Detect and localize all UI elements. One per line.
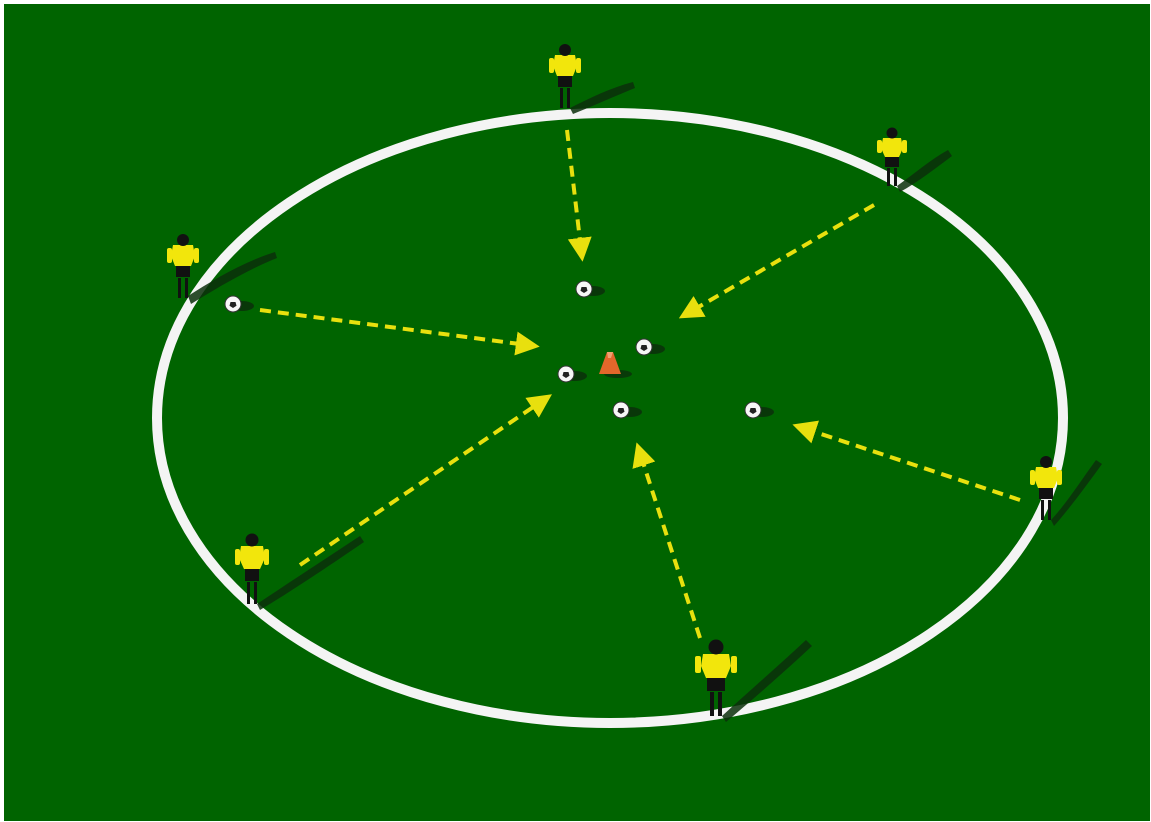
pitch-surface [4, 4, 1150, 821]
